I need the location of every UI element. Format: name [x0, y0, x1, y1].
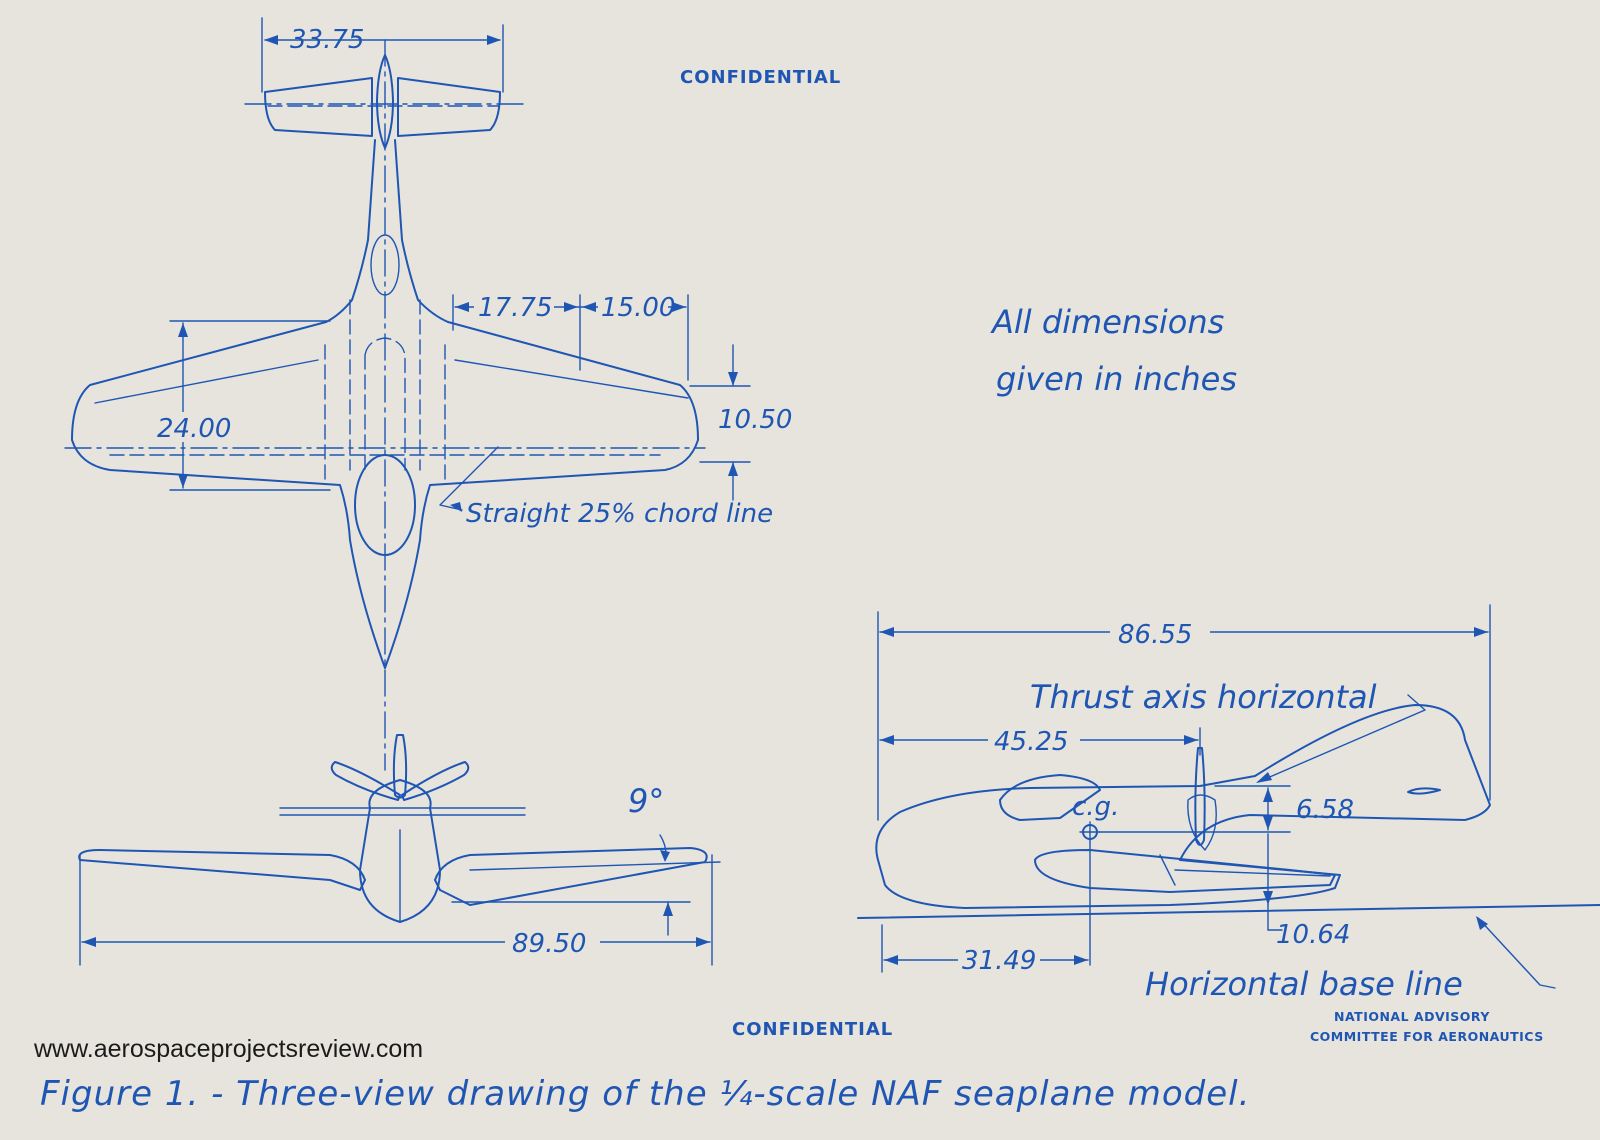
flap-detail	[1159, 854, 1331, 886]
base-leader	[1477, 917, 1556, 989]
dim-thrust-arrow-t	[1263, 788, 1273, 802]
fuselage-plan	[325, 139, 449, 323]
dim-thrust-height: 6.58	[1296, 795, 1354, 825]
dim-cg-to-nose: 45.25	[994, 727, 1068, 757]
dim-wing-arrow-3	[582, 302, 596, 312]
dim-root-chord-arrow-b	[178, 474, 188, 488]
aileron-hinge-left	[94, 359, 319, 404]
dim-dihedral: 9°	[628, 782, 664, 820]
base-leader-arrow	[1476, 916, 1488, 930]
chord-leader	[439, 446, 499, 511]
naca-line1: NATIONAL ADVISORY	[1334, 1009, 1490, 1024]
aileron-hinge-right	[454, 359, 689, 399]
dim-inner-wing-gap	[474, 292, 554, 318]
figure-caption: Figure 1. - Three-view drawing of the ¼-…	[40, 1074, 1250, 1114]
watermark: www.aerospaceprojectsreview.com	[34, 1035, 424, 1063]
dim-step-arrow-l	[884, 955, 898, 965]
dim-root-chord-gap	[150, 412, 242, 442]
front-view: 9° 89.50	[78, 734, 721, 966]
dim-thrust-arrow-b	[1263, 816, 1273, 830]
dim-overall-length: 86.55	[1118, 620, 1192, 650]
dim-tail-span: 33.75	[290, 25, 364, 55]
hull-side	[875, 704, 1491, 909]
inner-fuselage-dashed	[324, 299, 446, 481]
cg-label: c.g.	[1072, 792, 1119, 822]
dim-tip-chord-arrow-t	[728, 372, 738, 386]
front-wing-left	[78, 849, 366, 891]
tip-height-arrow	[663, 902, 673, 916]
spinner-side	[1187, 794, 1217, 851]
horizontal-tail	[264, 77, 501, 137]
dim-step-position: 31.49	[962, 946, 1036, 976]
dim-root-chord: 24.00	[157, 414, 231, 444]
horizontal-base-line	[857, 904, 1600, 919]
thrust-leader-arrow	[1256, 772, 1272, 783]
units-note-line1: All dimensions	[990, 303, 1224, 341]
dim-nose-gap	[988, 726, 1080, 754]
dihedral-arrow	[660, 850, 670, 862]
naca-line2: COMMITTEE FOR AERONAUTICS	[1310, 1029, 1544, 1044]
dim-inner-wing: 17.75	[478, 293, 552, 323]
dim-step-gap	[958, 944, 1040, 974]
dihedral-ref	[469, 861, 721, 871]
dim-root-chord-arrow-t	[178, 323, 188, 337]
dim-outer-wing-gap	[598, 292, 668, 318]
elevator-side	[1407, 787, 1441, 795]
front-tail	[279, 807, 526, 816]
dim-length-gap	[1110, 616, 1210, 648]
dim-length-arrow-r	[1474, 627, 1488, 637]
wing-plan	[71, 321, 699, 669]
units-note-line2: given in inches	[996, 360, 1237, 398]
thrust-axis-note: Thrust axis horizontal	[1030, 678, 1377, 716]
wing-side	[1034, 849, 1336, 893]
base-line-note: Horizontal base line	[1145, 965, 1463, 1003]
dim-tail-span-arrow-r	[487, 35, 501, 45]
dim-cg-height: 10.64	[1276, 920, 1350, 950]
confidential-top: CONFIDENTIAL	[680, 67, 841, 88]
dim-wing-arrow-2	[564, 302, 578, 312]
dim-cg-height-arrow	[1263, 891, 1273, 905]
dim-wing-span: 89.50	[512, 929, 586, 959]
side-view: c.g. 86.55 Thrust axis horizontal 45.25 …	[857, 604, 1600, 1003]
confidential-bottom: CONFIDENTIAL	[732, 1019, 893, 1040]
dim-wing-arrow-4	[672, 302, 686, 312]
chord-leader-arrow	[450, 502, 462, 512]
dim-nose-arrow-r	[1184, 735, 1198, 745]
dim-tip-chord: 10.50	[718, 405, 792, 435]
chord-line-note: Straight 25% chord line	[466, 499, 773, 529]
propeller	[330, 734, 470, 801]
dim-span-gap	[505, 928, 600, 958]
plan-view: 33.75 17.75 15.00 24.00 10.50 Straig	[64, 17, 792, 771]
canopy-side	[999, 774, 1101, 821]
dim-nose-arrow-l	[880, 735, 894, 745]
dim-tip-chord-arrow-b	[728, 462, 738, 476]
dim-span-arrow-r	[696, 937, 710, 947]
dim-length-arrow-l	[880, 627, 894, 637]
dim-tail-span-arrow-l	[264, 35, 278, 45]
thrust-leader	[1257, 694, 1426, 783]
dim-span-arrow-l	[82, 937, 96, 947]
dim-outer-wing: 15.00	[601, 293, 675, 323]
dim-step-arrow-r	[1074, 955, 1088, 965]
dim-wing-arrow-1	[455, 302, 469, 312]
